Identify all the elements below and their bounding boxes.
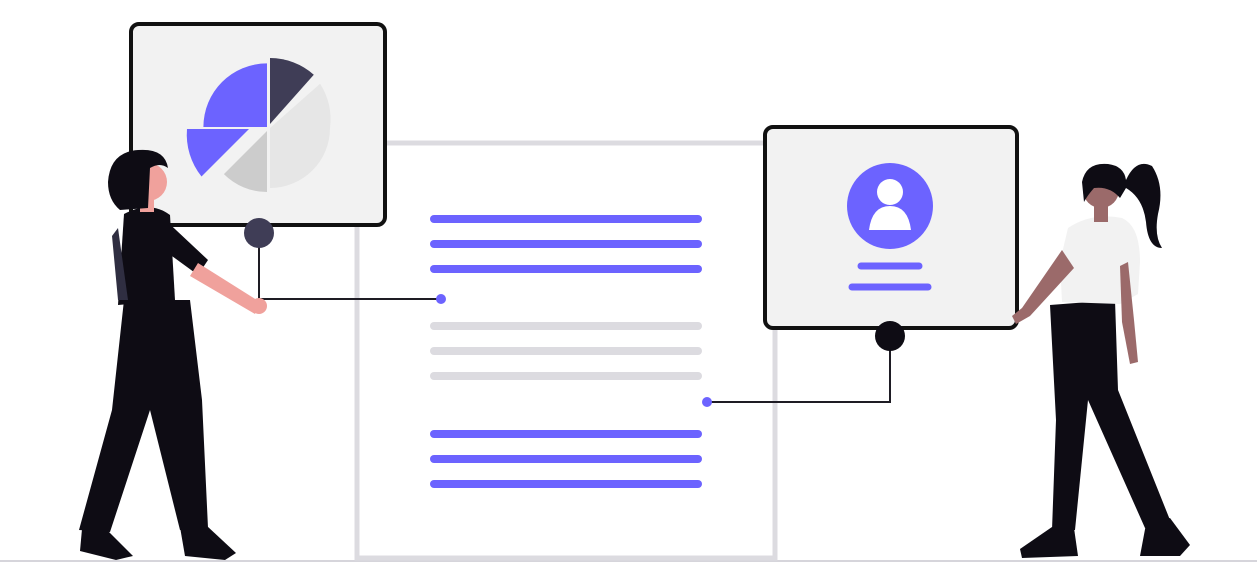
person-left-back-arm — [112, 228, 128, 300]
document-lines — [430, 215, 702, 488]
person-right-hair — [1082, 163, 1162, 248]
connector-dot-right — [702, 397, 712, 407]
person-right — [1012, 163, 1190, 558]
person-left-legs — [79, 300, 208, 532]
person-left-hair — [108, 149, 168, 210]
pie-chart-icon — [186, 58, 331, 192]
chart-card-anchor — [244, 218, 274, 248]
pie-slice-gray — [223, 131, 267, 192]
chart-card — [129, 22, 387, 248]
person-left-forearm — [190, 263, 260, 314]
profile-card-anchor — [875, 321, 905, 351]
person-right-arm — [1012, 250, 1074, 324]
person-left — [79, 149, 267, 560]
person-left-arm — [150, 215, 208, 275]
pie-slice-light — [270, 83, 331, 128]
pie-slice-dark — [270, 58, 314, 124]
pie-slice-light-2 — [270, 128, 330, 188]
person-left-shoe-left — [80, 529, 133, 560]
person-right-shoe-right — [1140, 518, 1190, 556]
pie-slice-accent-small — [186, 129, 249, 177]
connector-right — [707, 336, 891, 403]
person-right-shirt — [1060, 216, 1140, 304]
person-left-shoe-right — [180, 526, 236, 560]
connector-dot-left — [436, 294, 446, 304]
user-avatar-icon — [847, 163, 933, 249]
person-left-hand — [251, 298, 267, 314]
pie-slice-accent-large — [203, 63, 267, 127]
person-right-shoe-left — [1020, 527, 1078, 558]
profile-card — [763, 125, 1019, 351]
person-right-legs — [1050, 300, 1170, 530]
person-right-back-arm — [1120, 262, 1138, 364]
